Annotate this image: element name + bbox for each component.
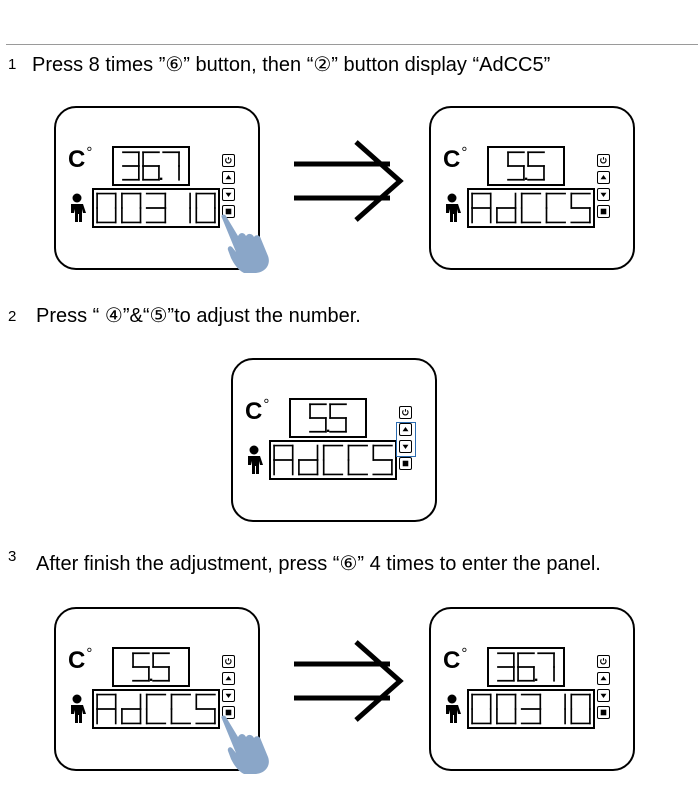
celsius-unit-label: C° xyxy=(443,144,468,173)
refresh-button-icon[interactable] xyxy=(597,655,610,668)
code-display xyxy=(467,689,595,729)
code-display xyxy=(467,188,595,228)
step-3-instruction: After finish the adjustment, press “⑥” 4… xyxy=(36,553,601,575)
panel-step3-after: C° xyxy=(429,607,635,771)
stop-button-icon[interactable] xyxy=(597,706,610,719)
person-icon xyxy=(441,193,463,223)
side-button-column xyxy=(222,655,236,723)
panel-step1-before: C° xyxy=(54,106,269,273)
celsius-unit-label: C° xyxy=(245,396,270,425)
refresh-button-icon[interactable] xyxy=(399,406,412,419)
panel-step3-before: C° xyxy=(54,607,269,774)
refresh-button-icon[interactable] xyxy=(222,154,235,167)
decimal-point xyxy=(534,678,538,681)
decimal-point xyxy=(149,678,153,681)
degree-symbol: ° xyxy=(461,144,468,161)
degree-symbol: ° xyxy=(86,645,93,662)
temperature-display xyxy=(487,647,565,687)
up-button-icon[interactable] xyxy=(597,171,610,184)
segment-readout xyxy=(122,151,180,181)
segment-readout xyxy=(471,192,591,224)
step-1-instruction: Press 8 times ”⑥” button, then “②” butto… xyxy=(32,54,551,76)
code-display xyxy=(92,689,220,729)
code-display xyxy=(269,440,397,480)
segment-readout xyxy=(309,403,347,433)
stop-button-icon[interactable] xyxy=(399,457,412,470)
side-button-column xyxy=(597,154,611,222)
double-right-arrow-icon xyxy=(294,640,404,722)
temperature-display xyxy=(289,398,367,438)
code-display xyxy=(92,188,220,228)
step-2-number: 2 xyxy=(8,308,17,325)
down-button-icon[interactable] xyxy=(222,689,235,702)
segment-readout xyxy=(507,151,545,181)
segment-readout xyxy=(471,693,591,725)
temperature-display xyxy=(112,647,190,687)
refresh-button-icon[interactable] xyxy=(222,655,235,668)
pointing-hand-icon xyxy=(216,713,272,775)
down-button-icon[interactable] xyxy=(222,188,235,201)
side-button-column xyxy=(597,655,611,723)
down-button-icon[interactable] xyxy=(597,188,610,201)
double-right-arrow-icon xyxy=(294,140,404,222)
person-icon xyxy=(243,445,265,475)
degree-symbol: ° xyxy=(86,144,93,161)
decimal-point xyxy=(326,429,330,432)
degree-symbol: ° xyxy=(461,645,468,662)
panel-step1-after: C° xyxy=(429,106,635,270)
pointing-hand-icon xyxy=(216,212,272,274)
segment-readout xyxy=(96,192,216,224)
segment-readout xyxy=(497,652,555,682)
side-button-column xyxy=(222,154,236,222)
stop-button-icon[interactable] xyxy=(222,706,235,719)
decimal-point xyxy=(159,177,163,180)
person-icon xyxy=(441,694,463,724)
segment-readout xyxy=(273,444,393,476)
refresh-button-icon[interactable] xyxy=(597,154,610,167)
celsius-unit-label: C° xyxy=(68,144,93,173)
up-button-icon[interactable] xyxy=(597,672,610,685)
step-1-number: 1 xyxy=(8,56,17,73)
step-2-instruction: Press “ ④”&“⑤”to adjust the number. xyxy=(36,305,361,327)
stop-button-icon[interactable] xyxy=(222,205,235,218)
decimal-point xyxy=(524,177,528,180)
up-button-icon[interactable] xyxy=(222,672,235,685)
temperature-display xyxy=(487,146,565,186)
degree-symbol: ° xyxy=(263,396,270,413)
up-button-icon[interactable] xyxy=(222,171,235,184)
up-button-icon[interactable] xyxy=(399,423,412,436)
segment-readout xyxy=(132,652,170,682)
side-button-column xyxy=(399,406,413,474)
arrow-step3 xyxy=(290,638,410,728)
temperature-display xyxy=(112,146,190,186)
top-divider xyxy=(6,44,698,45)
celsius-unit-label: C° xyxy=(443,645,468,674)
arrow-step1 xyxy=(290,138,410,228)
step-3-number: 3 xyxy=(8,548,17,565)
celsius-unit-label: C° xyxy=(68,645,93,674)
panel-step2: C° xyxy=(231,358,437,522)
down-button-icon[interactable] xyxy=(399,440,412,453)
person-icon xyxy=(66,694,88,724)
up-down-buttons-highlight xyxy=(396,422,416,457)
stop-button-icon[interactable] xyxy=(597,205,610,218)
person-icon xyxy=(66,193,88,223)
down-button-icon[interactable] xyxy=(597,689,610,702)
segment-readout xyxy=(96,693,216,725)
